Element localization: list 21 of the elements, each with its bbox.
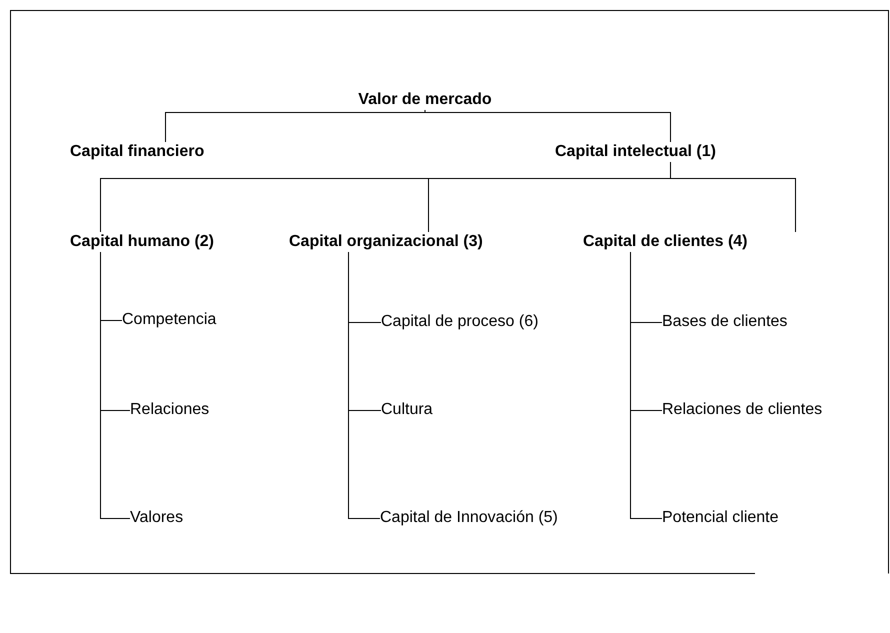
connector-line	[165, 110, 426, 142]
heading-text: Capital de clientes (4)	[583, 232, 748, 252]
item-text: Capital de Innovación (5)	[380, 508, 558, 528]
connector-line	[630, 252, 662, 519]
item-text: Relaciones de clientes	[662, 400, 822, 420]
heading-text: Capital humano (2)	[70, 232, 214, 252]
item-text: Relaciones	[130, 400, 210, 420]
heading-text: Capital financiero	[70, 142, 204, 162]
heading-text: Capital organizacional (3)	[289, 232, 483, 252]
item-text: Cultura	[381, 400, 433, 420]
item-text: Competencia	[122, 310, 216, 330]
heading-text: Valor de mercado	[358, 90, 492, 110]
item-text: Bases de clientes	[662, 312, 788, 332]
heading-text: Capital intelectual (1)	[555, 142, 716, 162]
connector-line	[670, 162, 796, 232]
connector-line	[348, 252, 380, 519]
item-text: Capital de proceso (6)	[381, 312, 538, 332]
item-text: Potencial cliente	[662, 508, 779, 528]
connector-line	[100, 252, 130, 519]
connector-line	[424, 110, 671, 142]
item-text: Valores	[130, 508, 184, 528]
